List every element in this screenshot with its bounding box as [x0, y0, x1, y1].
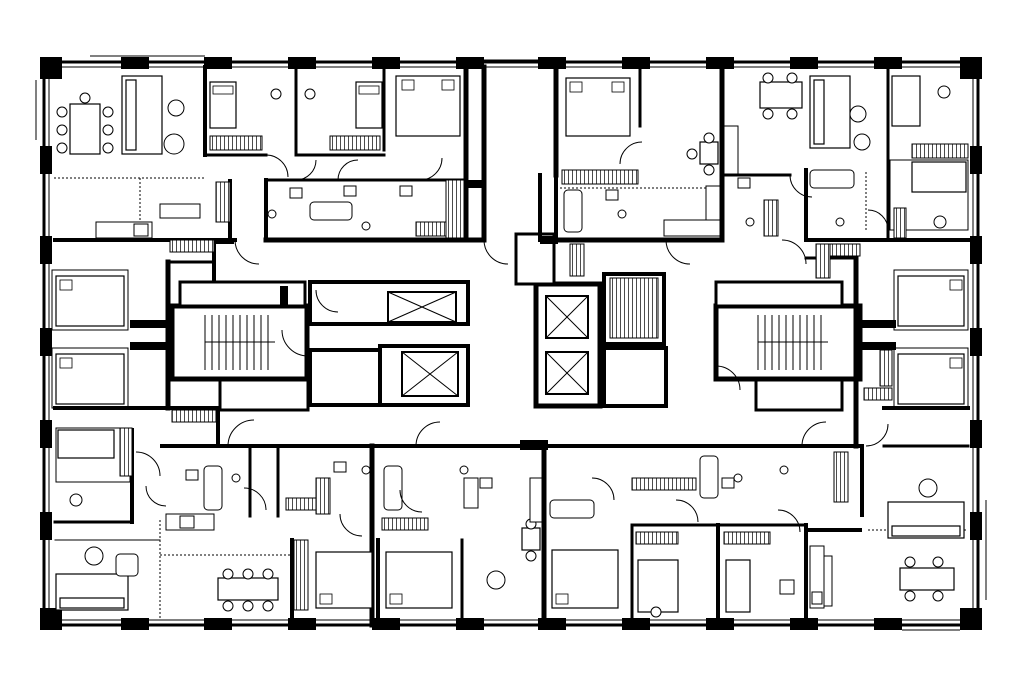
sofas [55, 75, 965, 611]
pillows [59, 79, 963, 605]
central-core [169, 232, 863, 412]
wardrobes [119, 135, 969, 611]
windows [35, 55, 987, 631]
chairs [56, 72, 944, 612]
door-swings [135, 141, 889, 537]
kitchen-counters [95, 125, 825, 609]
partitions [51, 159, 969, 620]
wall-blocks [130, 180, 896, 450]
bathroom-fixtures [185, 169, 855, 519]
